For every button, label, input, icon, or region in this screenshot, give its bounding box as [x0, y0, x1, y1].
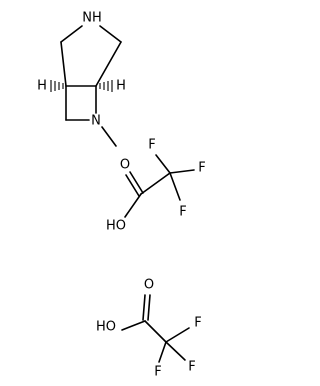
- diazabicycloheptane-molecule: NH N H H: [37, 11, 126, 147]
- atom-label-f-2-bottom-right: F: [188, 360, 195, 375]
- bond-cf-2-bottom-right: [165, 341, 186, 361]
- atom-label-n: N: [91, 114, 101, 129]
- atom-label-f-2-right: F: [194, 316, 201, 331]
- bond-ch2-left-to-bridgehead: [60, 41, 67, 87]
- bond-n-methyl: [101, 126, 117, 147]
- atom-label-f-1-top-right: F: [198, 161, 205, 176]
- bond-cf-2-bottom-left: [158, 341, 167, 363]
- atom-label-f-1-bottom: F: [179, 205, 186, 220]
- bond-ch2-right-to-bridgehead: [95, 41, 122, 87]
- trifluoroacetic-acid-molecule-2: O HO F F F: [96, 278, 202, 380]
- hash-wedge-left: [50, 80, 64, 92]
- bond-carbonyl-2b: [147, 294, 151, 321]
- bond-c-cf3-1: [140, 172, 171, 195]
- atom-label-o-1: O: [120, 158, 130, 173]
- bond-cf-2-right: [165, 327, 190, 343]
- bond-c-cf3-2: [144, 320, 167, 343]
- atom-label-h-left: H: [37, 79, 47, 94]
- atom-label-f-1-top-left: F: [148, 138, 155, 153]
- atom-label-ho-1: HO: [106, 219, 126, 234]
- trifluoroacetic-acid-molecule-1: O HO F F F: [106, 138, 206, 234]
- bond-nh-right: [99, 25, 122, 43]
- bond-c-oh-1: [124, 193, 142, 218]
- bond-cf-1-bottom: [169, 172, 181, 201]
- hash-wedge-right: [99, 80, 113, 92]
- chemical-structure-diagram: NH N H H O HO F F F O HO: [37, 11, 206, 380]
- atom-label-nh: NH: [82, 11, 102, 26]
- atom-label-ho-2: HO: [96, 320, 116, 335]
- atom-label-f-2-bottom-left: F: [154, 365, 161, 380]
- bond-carbonyl-1b: [125, 174, 140, 197]
- bond-cf-1-top-right: [169, 169, 195, 174]
- atom-label-o-2: O: [144, 278, 154, 293]
- atom-label-h-right: H: [116, 79, 126, 94]
- bond-cf-1-top-left: [155, 154, 171, 174]
- bond-nh-left: [60, 25, 83, 43]
- bond-carbonyl-1a: [129, 171, 144, 194]
- bond-carbonyl-2a: [142, 294, 146, 321]
- bond-c-oh-2: [121, 320, 146, 331]
